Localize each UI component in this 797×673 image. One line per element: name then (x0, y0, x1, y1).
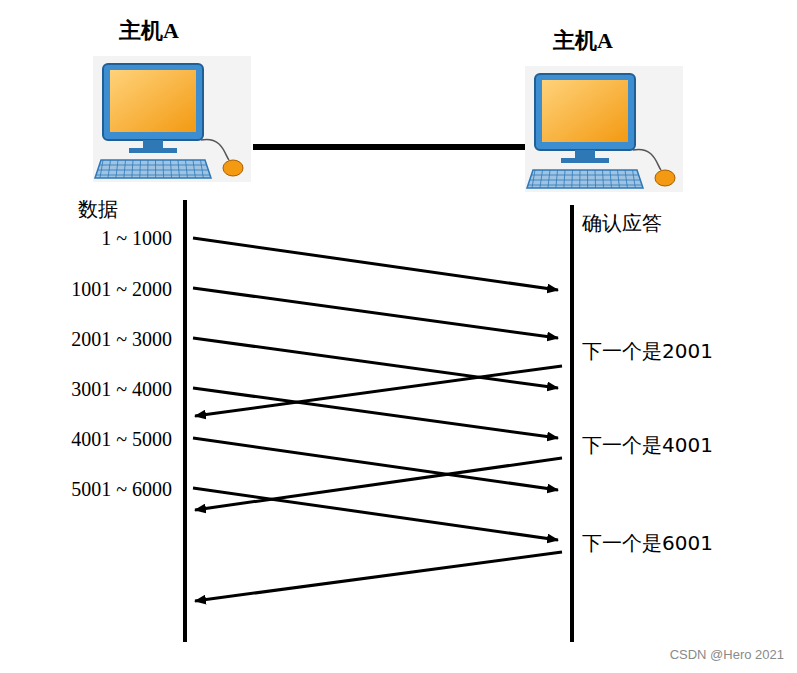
network-link (253, 144, 525, 150)
data-arrow (193, 488, 558, 540)
monitor-frame (103, 64, 203, 140)
column-heading: 数据 (78, 197, 118, 221)
icon-ground (93, 56, 251, 182)
mouse (223, 160, 243, 176)
data-range: 4001 ~ 5000 (71, 427, 172, 451)
data-arrow (193, 388, 558, 438)
monitor-base (561, 158, 609, 163)
data-range: 2001 ~ 3000 (71, 327, 172, 351)
data-range: 5001 ~ 6000 (71, 477, 172, 501)
keyboard (95, 160, 211, 178)
data-arrow (193, 338, 558, 388)
keyboard-keys (96, 160, 210, 178)
keyboard-keys (528, 170, 642, 188)
ack-label: 下一个是4001 (582, 433, 713, 457)
host-computer: 主机A (93, 18, 253, 182)
monitor-base (129, 148, 177, 153)
keyboard (527, 170, 643, 188)
ack-arrow (195, 458, 562, 510)
monitor-screen (542, 80, 628, 142)
host-computer: 主机A (525, 28, 685, 192)
data-arrow (193, 288, 558, 338)
computer-icon (93, 56, 251, 182)
data-arrow (193, 438, 558, 490)
timeline (183, 200, 187, 642)
mouse (655, 170, 675, 186)
data-arrow (193, 238, 558, 290)
column-heading: 确认应答 (582, 211, 662, 235)
data-range: 1 ~ 1000 (101, 226, 172, 250)
ack-arrow (195, 552, 562, 601)
ack-arrow (195, 366, 562, 416)
host-label: 主机A (93, 18, 253, 44)
mouse-cable (201, 139, 229, 160)
timeline (570, 205, 574, 642)
watermark: CSDN @Hero 2021 (670, 647, 784, 662)
monitor-frame (535, 74, 635, 150)
segment-arrows (193, 238, 562, 601)
data-range: 1001 ~ 2000 (71, 277, 172, 301)
ack-label: 下一个是6001 (582, 531, 713, 555)
data-range: 3001 ~ 4000 (71, 377, 172, 401)
ack-label: 下一个是2001 (582, 339, 713, 363)
icon-ground (525, 66, 683, 192)
monitor-screen (110, 70, 196, 132)
mouse-cable (633, 149, 661, 170)
computer-icon (525, 66, 683, 192)
host-label: 主机A (525, 28, 685, 54)
